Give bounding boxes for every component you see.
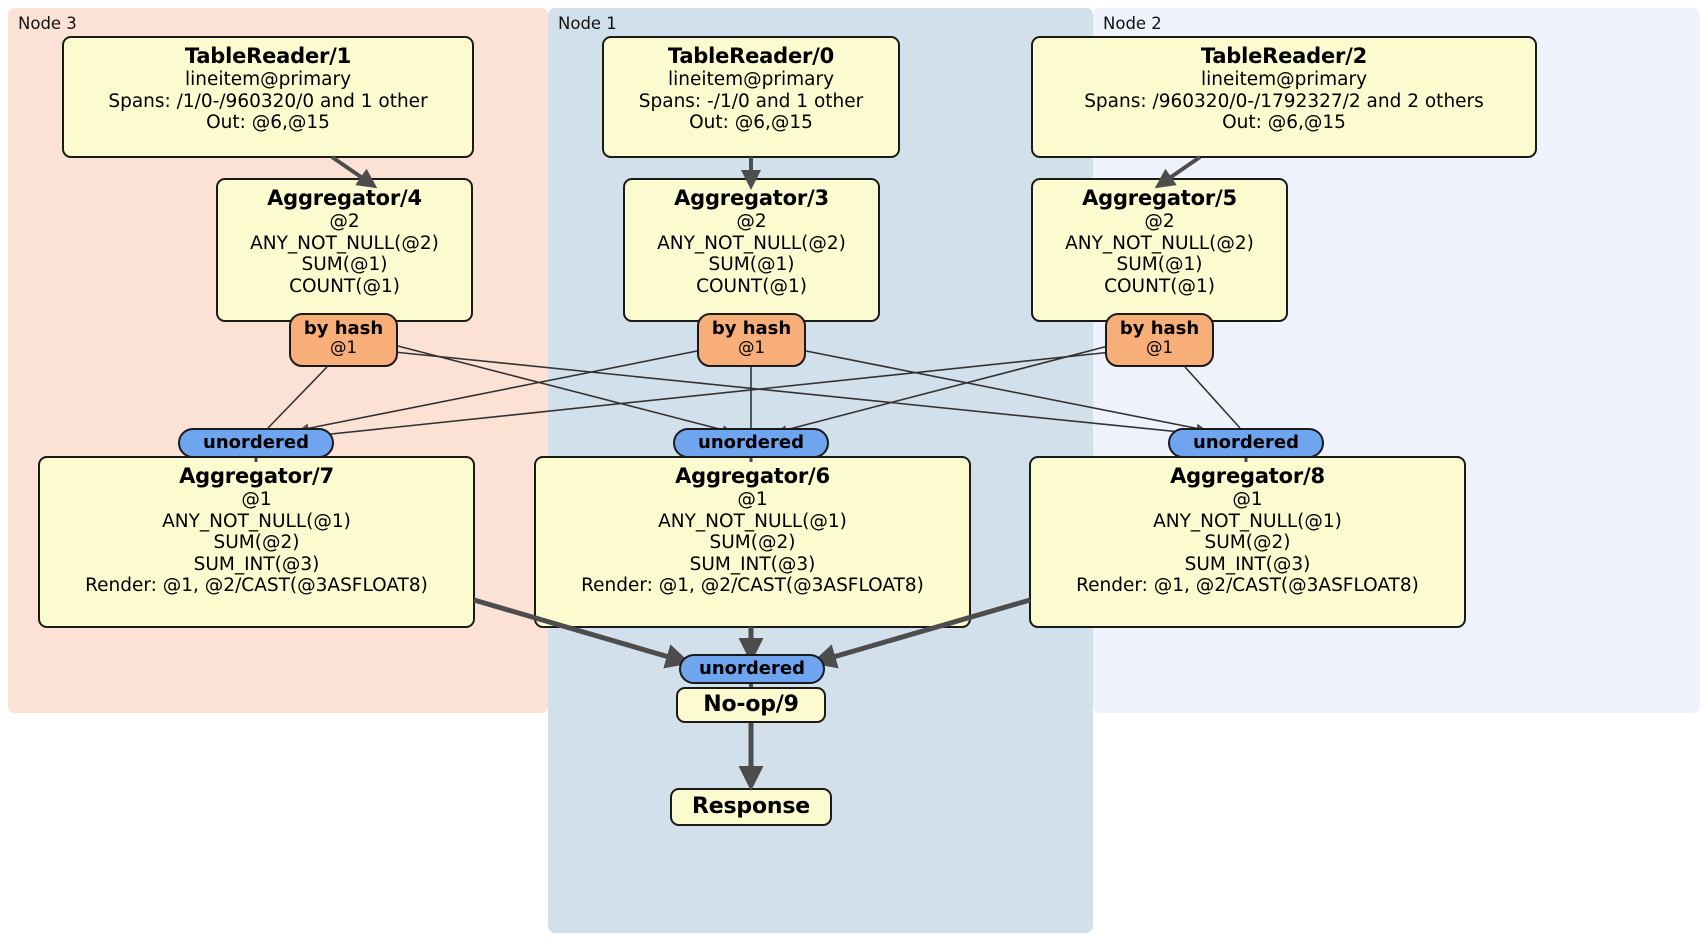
processor-response[interactable]: Response bbox=[670, 788, 832, 826]
node-panel-label-node2: Node 2 bbox=[1103, 14, 1162, 33]
processor-title: Response bbox=[692, 794, 810, 820]
router-column: @1 bbox=[330, 337, 357, 357]
processor-line: SUM(@2) bbox=[1204, 532, 1291, 554]
router-label: unordered bbox=[699, 658, 805, 680]
processor-line: @2 bbox=[1144, 211, 1175, 233]
processor-line: Spans: /960320/0-/1792327/2 and 2 others bbox=[1084, 90, 1484, 112]
router-by-hash-node2[interactable]: by hash @1 bbox=[1105, 313, 1214, 367]
processor-title: Aggregator/4 bbox=[267, 186, 422, 210]
router-column: @1 bbox=[738, 337, 765, 357]
processor-line: COUNT(@1) bbox=[289, 275, 400, 297]
processor-line: SUM(@2) bbox=[213, 532, 300, 554]
processor-line: Spans: -/1/0 and 1 other bbox=[638, 90, 864, 112]
processor-line: SUM(@1) bbox=[301, 254, 388, 276]
processor-title: No-op/9 bbox=[703, 692, 799, 718]
processor-title: TableReader/0 bbox=[667, 44, 835, 68]
router-unordered-final[interactable]: unordered bbox=[679, 654, 825, 684]
processor-table-reader-2[interactable]: TableReader/2 lineitem@primary Spans: /9… bbox=[1031, 36, 1537, 158]
processor-line: Out: @6,@15 bbox=[689, 112, 813, 134]
processor-line: Out: @6,@15 bbox=[1222, 112, 1346, 134]
processor-title: Aggregator/8 bbox=[1170, 464, 1325, 488]
router-unordered-node1[interactable]: unordered bbox=[673, 428, 829, 458]
router-by-hash-node1[interactable]: by hash @1 bbox=[697, 313, 806, 367]
processor-line: SUM(@1) bbox=[708, 254, 795, 276]
processor-no-op-9[interactable]: No-op/9 bbox=[676, 687, 826, 723]
processor-title: Aggregator/6 bbox=[675, 464, 830, 488]
processor-line: lineitem@primary bbox=[667, 69, 835, 91]
processor-line: ANY_NOT_NULL(@1) bbox=[162, 510, 351, 532]
node-panel-label-node3: Node 3 bbox=[18, 14, 77, 33]
router-column: @1 bbox=[1146, 337, 1173, 357]
processor-line: ANY_NOT_NULL(@2) bbox=[250, 232, 439, 254]
processor-table-reader-1[interactable]: TableReader/1 lineitem@primary Spans: /1… bbox=[62, 36, 474, 158]
processor-line: SUM_INT(@3) bbox=[193, 553, 320, 575]
processor-line: COUNT(@1) bbox=[696, 275, 807, 297]
processor-line: ANY_NOT_NULL(@1) bbox=[658, 510, 847, 532]
router-label: by hash bbox=[303, 318, 384, 339]
router-unordered-node3[interactable]: unordered bbox=[178, 428, 334, 458]
processor-line: Render: @1, @2/CAST(@3ASFLOAT8) bbox=[1076, 575, 1419, 597]
processor-title: Aggregator/7 bbox=[179, 464, 334, 488]
processor-line: Render: @1, @2/CAST(@3ASFLOAT8) bbox=[581, 575, 924, 597]
processor-line: Out: @6,@15 bbox=[206, 112, 330, 134]
router-label: unordered bbox=[203, 432, 309, 454]
processor-line: @1 bbox=[1232, 489, 1263, 511]
processor-line: lineitem@primary bbox=[1200, 69, 1368, 91]
processor-aggregator-6[interactable]: Aggregator/6 @1 ANY_NOT_NULL(@1) SUM(@2)… bbox=[534, 456, 971, 628]
router-by-hash-node3[interactable]: by hash @1 bbox=[289, 313, 398, 367]
processor-title: TableReader/1 bbox=[184, 44, 352, 68]
processor-aggregator-4[interactable]: Aggregator/4 @2 ANY_NOT_NULL(@2) SUM(@1)… bbox=[216, 178, 473, 322]
router-label: by hash bbox=[711, 318, 792, 339]
router-label: unordered bbox=[1193, 432, 1299, 454]
processor-aggregator-8[interactable]: Aggregator/8 @1 ANY_NOT_NULL(@1) SUM(@2)… bbox=[1029, 456, 1466, 628]
processor-title: TableReader/2 bbox=[1200, 44, 1368, 68]
processor-aggregator-3[interactable]: Aggregator/3 @2 ANY_NOT_NULL(@2) SUM(@1)… bbox=[623, 178, 880, 322]
processor-line: Render: @1, @2/CAST(@3ASFLOAT8) bbox=[85, 575, 428, 597]
processor-aggregator-5[interactable]: Aggregator/5 @2 ANY_NOT_NULL(@2) SUM(@1)… bbox=[1031, 178, 1288, 322]
processor-line: lineitem@primary bbox=[184, 69, 352, 91]
processor-line: @2 bbox=[329, 211, 360, 233]
processor-line: @1 bbox=[241, 489, 272, 511]
processor-line: SUM_INT(@3) bbox=[689, 553, 816, 575]
processor-line: ANY_NOT_NULL(@2) bbox=[1065, 232, 1254, 254]
processor-line: ANY_NOT_NULL(@1) bbox=[1153, 510, 1342, 532]
processor-line: SUM(@1) bbox=[1116, 254, 1203, 276]
processor-line: Spans: /1/0-/960320/0 and 1 other bbox=[108, 90, 428, 112]
processor-line: @2 bbox=[736, 211, 767, 233]
processor-title: Aggregator/3 bbox=[674, 186, 829, 210]
processor-title: Aggregator/5 bbox=[1082, 186, 1237, 210]
router-unordered-node2[interactable]: unordered bbox=[1168, 428, 1324, 458]
processor-aggregator-7[interactable]: Aggregator/7 @1 ANY_NOT_NULL(@1) SUM(@2)… bbox=[38, 456, 475, 628]
processor-line: ANY_NOT_NULL(@2) bbox=[657, 232, 846, 254]
processor-line: @1 bbox=[737, 489, 768, 511]
router-label: unordered bbox=[698, 432, 804, 454]
processor-line: SUM(@2) bbox=[709, 532, 796, 554]
processor-line: COUNT(@1) bbox=[1104, 275, 1215, 297]
processor-line: SUM_INT(@3) bbox=[1184, 553, 1311, 575]
processor-table-reader-0[interactable]: TableReader/0 lineitem@primary Spans: -/… bbox=[602, 36, 900, 158]
router-label: by hash bbox=[1119, 318, 1200, 339]
node-panel-label-node1: Node 1 bbox=[558, 14, 617, 33]
